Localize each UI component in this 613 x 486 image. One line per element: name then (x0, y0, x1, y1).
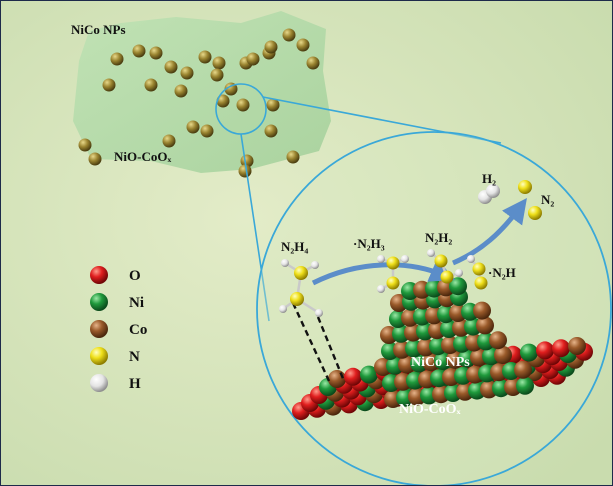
nanoparticle (174, 84, 188, 98)
co-atom-icon (90, 320, 108, 338)
h-atom (455, 269, 463, 277)
nanoparticle (144, 78, 158, 92)
nanoparticle (236, 98, 250, 112)
legend-label-co: Co (129, 322, 147, 338)
h-atom (377, 255, 385, 263)
label-nico-nps-top: NiCo NPs (71, 22, 126, 37)
label-n2h: ·N₂H (488, 265, 516, 280)
support-atom (344, 367, 362, 386)
nanoparticle (264, 124, 278, 138)
nanoparticle (282, 28, 296, 42)
sheet-nanoparticles (78, 28, 320, 178)
nanoparticle-atom (473, 301, 491, 320)
nanoparticle-atom (489, 331, 507, 350)
n-atom (472, 262, 486, 276)
nanoparticle (78, 138, 92, 152)
n-atom (386, 276, 400, 290)
support-atom (520, 343, 538, 362)
nanoparticle (200, 124, 214, 138)
adsorption-bond-1 (291, 302, 331, 382)
n-atom (294, 266, 308, 280)
nico-nanoparticle-dome (374, 277, 534, 408)
h-atom (377, 285, 385, 293)
zoom-line-right (262, 96, 502, 144)
adsorption-bond-2 (316, 316, 346, 382)
nanoparticle-atom (514, 360, 532, 379)
legend-label-ni: Ni (129, 295, 144, 311)
nanoparticle (164, 60, 178, 74)
support-atom (328, 370, 346, 388)
nanoparticle (149, 46, 163, 60)
reaction-arrow-2 (452, 197, 527, 266)
n-atom (386, 256, 400, 270)
h-atom (311, 261, 319, 269)
zoom-line-left (240, 133, 270, 322)
nanoparticle (180, 66, 194, 80)
nanoparticle (102, 78, 116, 92)
nanoparticle (246, 52, 260, 66)
nanoparticle (264, 40, 278, 54)
legend-label-n: N (129, 349, 140, 365)
nanoparticle (216, 94, 230, 108)
h-atom (315, 309, 323, 317)
nanoparticle (224, 82, 238, 96)
nanoparticle (286, 150, 300, 164)
nanoparticle-atom (476, 316, 494, 335)
legend-label-o: O (129, 268, 141, 284)
n-atom (474, 276, 488, 290)
support-atom (360, 365, 378, 384)
label-n2h2: N₂H₂ (425, 230, 452, 245)
nanoparticle (198, 50, 212, 64)
label-n2h3: ·N₂H₃ (353, 236, 385, 251)
h-atom (279, 305, 287, 313)
label-nioco-left: NiO-CoOₓ (114, 149, 171, 164)
nanoparticle (238, 164, 252, 178)
h-atom (427, 249, 435, 257)
nanoparticle (212, 56, 226, 70)
nanoparticle (296, 38, 310, 52)
h-atom (467, 255, 475, 263)
h-atom-icon (90, 374, 108, 392)
n-atom (518, 180, 532, 194)
o-atom-icon (90, 266, 108, 284)
label-n2h4: N₂H₄ (281, 239, 308, 254)
nanoparticle (186, 120, 200, 134)
label-h2: H₂ (482, 171, 496, 186)
zoom-circle-large (256, 131, 612, 485)
nanoparticle (266, 98, 280, 112)
h-atom (281, 259, 289, 267)
nanoparticle (132, 44, 146, 58)
n-atom (528, 206, 542, 220)
n-atom (434, 254, 448, 268)
nanoparticle (210, 68, 224, 82)
adsorbed-molecules (279, 180, 542, 317)
h-atom (401, 255, 409, 263)
support-atom (536, 341, 554, 360)
nanoparticle (162, 134, 176, 148)
legend-label-h: H (129, 376, 141, 392)
nanoparticle (110, 52, 124, 66)
nanoparticle-atom (516, 376, 534, 395)
label-n2: N₂ (541, 192, 554, 207)
reaction-arrow-1 (311, 258, 456, 286)
n-atom (440, 270, 454, 284)
n-atom-icon (90, 347, 108, 365)
nanoparticle (88, 152, 102, 166)
nanoparticle (306, 56, 320, 70)
ni-atom-icon (90, 293, 108, 311)
nanoparticle-atom (494, 346, 512, 364)
n-atom (290, 292, 304, 306)
nanoparticle-atom (449, 277, 467, 296)
label-nico-nps-particle: NiCo NPs (411, 355, 470, 370)
h-atom (486, 184, 500, 198)
support-atom (552, 339, 570, 358)
support-atom (568, 337, 586, 355)
label-nioco-support: NiO-CoOₓ (399, 402, 462, 417)
